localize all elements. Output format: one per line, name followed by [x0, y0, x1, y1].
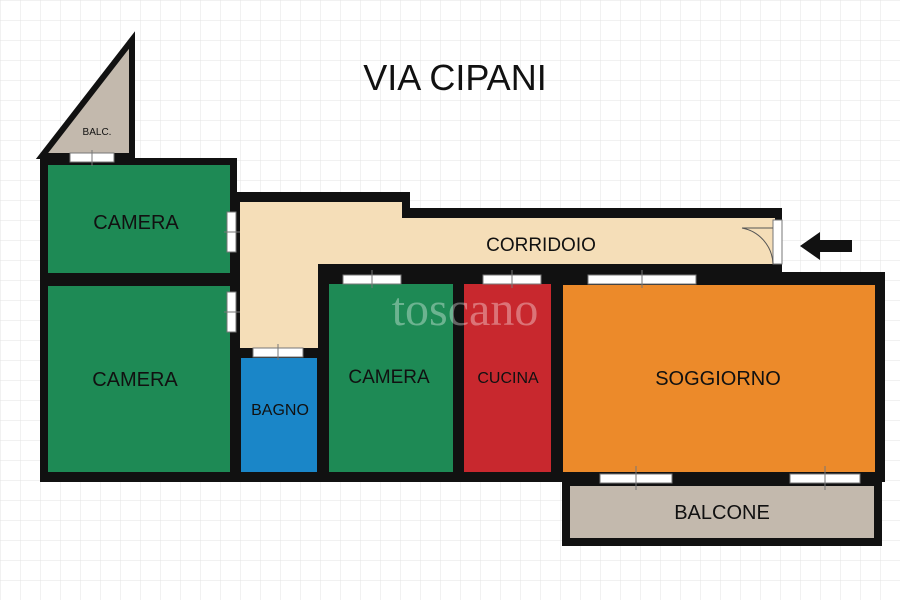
- label-camera-top: CAMERA: [93, 212, 179, 234]
- room-balcone: [570, 486, 874, 538]
- label-camera-left: CAMERA: [92, 369, 178, 391]
- room-camera-top: [48, 165, 230, 273]
- label-bagno: BAGNO: [251, 402, 309, 419]
- label-camera-mid: CAMERA: [348, 367, 430, 388]
- windows: [69, 150, 861, 490]
- room-cucina: [464, 284, 551, 472]
- room-camera-left: [48, 286, 230, 472]
- room-soggiorno: [563, 285, 875, 472]
- watermark: toscano: [392, 283, 539, 336]
- label-balc-small: BALC.: [83, 127, 112, 138]
- room-corridoio: [240, 202, 775, 338]
- room-bagno: [241, 358, 317, 472]
- entrance-door: [741, 219, 783, 265]
- label-balcone: BALCONE: [674, 502, 770, 524]
- label-cucina: CUCINA: [477, 370, 539, 387]
- label-soggiorno: SOGGIORNO: [655, 368, 781, 390]
- corridor-extension: [240, 338, 318, 348]
- arrow-left-icon: [800, 232, 852, 260]
- street-title: VIA CIPANI: [363, 57, 546, 98]
- room-camera-mid: [329, 284, 453, 472]
- label-corridoio: CORRIDOIO: [486, 235, 596, 256]
